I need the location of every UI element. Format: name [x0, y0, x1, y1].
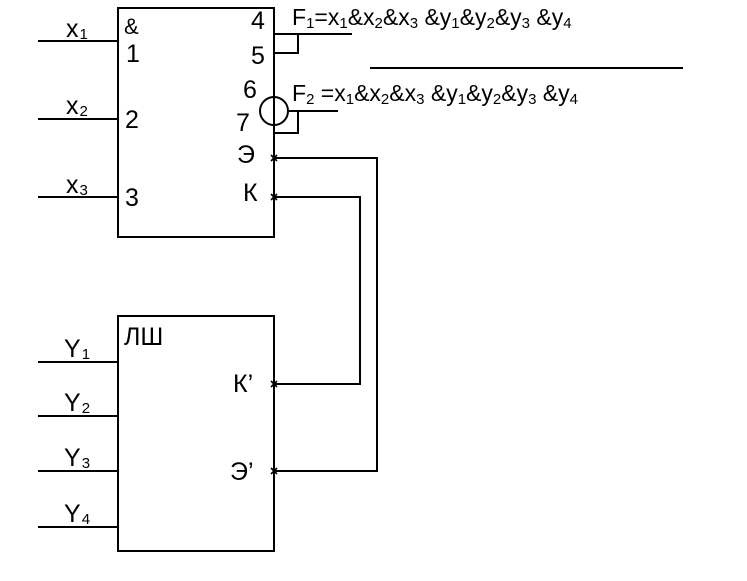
and-symbol: & — [124, 14, 139, 39]
equation-f2: F2 =x1&x2&x3 &y1&y2&y3 &y4 — [292, 80, 578, 108]
input-label-y1: Y1 — [64, 335, 90, 363]
input-label-y3: Y3 — [64, 444, 90, 472]
pin-6: 6 — [243, 76, 257, 104]
input-label-y4: Y4 — [64, 500, 90, 528]
pin-collector: К — [243, 179, 258, 207]
input-label-x1: x1 — [66, 15, 88, 43]
wire-collector — [274, 196, 361, 385]
pin-emitter-prime: Э’ — [230, 458, 254, 486]
input-label-x2: x2 — [66, 92, 88, 120]
cross-marker-emitter-icon — [270, 154, 278, 162]
cross-marker-collector-icon — [270, 193, 278, 201]
jumper-6-7 — [274, 111, 299, 134]
cross-marker-emitter-prime-icon — [270, 467, 278, 475]
wire-emitter — [274, 157, 378, 472]
expander-block — [117, 315, 275, 552]
equation-f1: F1=x1&x2&x3 &y1&y2&y3 &y4 — [292, 4, 572, 32]
pin-2: 2 — [125, 106, 139, 134]
pin-3: 3 — [125, 184, 139, 212]
pin-collector-prime: К’ — [233, 370, 253, 398]
pin-emitter: Э — [237, 141, 255, 169]
input-label-x3: x3 — [66, 171, 88, 199]
cross-marker-collector-prime-icon — [270, 380, 278, 388]
expander-title: ЛШ — [124, 323, 163, 351]
pin-7: 7 — [236, 109, 250, 137]
input-label-y2: Y2 — [64, 389, 90, 417]
pin-1: 1 — [126, 40, 140, 68]
and-block — [117, 7, 275, 238]
pin-4: 4 — [251, 7, 265, 35]
jumper-4-5 — [274, 34, 299, 54]
pin-5: 5 — [251, 42, 265, 70]
